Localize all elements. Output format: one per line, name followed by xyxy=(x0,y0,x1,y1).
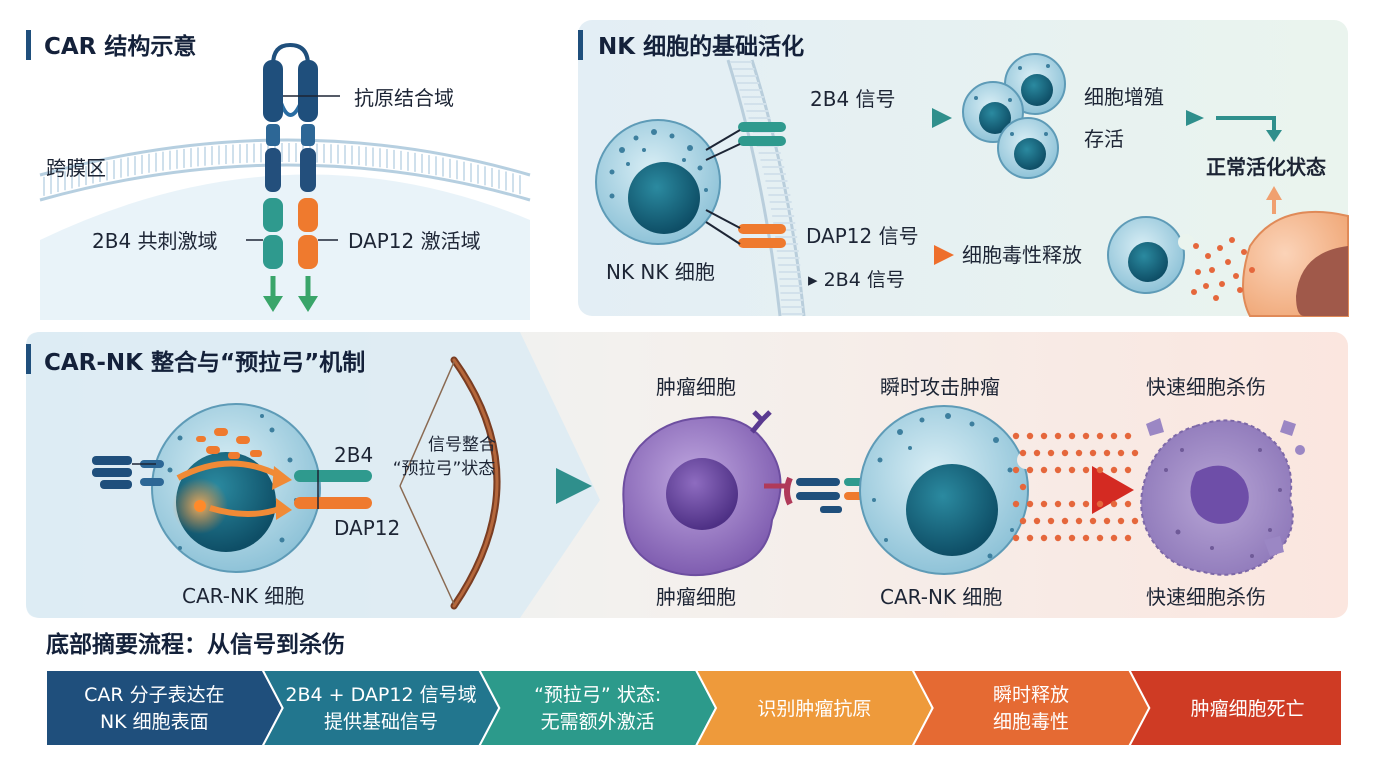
label-tumor-top: 肿瘤细胞 xyxy=(656,375,736,399)
label-survival: 存活 xyxy=(1084,127,1124,151)
label-integration-line2: “预拉弓”状态 xyxy=(393,459,496,479)
flow-step-6-line1: 肿瘤细胞死亡 xyxy=(1191,698,1305,720)
flow-step-1: CAR 分子表达在 NK 细胞表面 xyxy=(45,669,284,747)
antigen-binding-domain-right xyxy=(298,60,318,122)
nk-membrane xyxy=(726,59,806,317)
label-tumor-bottom: 肿瘤细胞 xyxy=(656,585,736,609)
immune-synapse xyxy=(764,476,866,513)
transmembrane-domain-right xyxy=(300,148,316,192)
flow-step-3-line1: “预拉弓” 状态: xyxy=(534,684,661,706)
car-nk-cell xyxy=(151,403,321,573)
antigen-binding-label: 抗原结合域 xyxy=(354,86,454,110)
car-structure-panel: CAR 结构示意 xyxy=(26,30,531,320)
proliferating-cells xyxy=(962,53,1066,179)
title-accent-bar xyxy=(578,30,583,60)
summary-flow: 底部摘要流程：从信号到杀伤 CAR 分子表达在 NK 细胞表面 2B4 + DAP1… xyxy=(45,631,1343,747)
car-receptor-left xyxy=(92,456,164,489)
domain-2b4 xyxy=(294,470,372,482)
label-normal-state: 正常活化状态 xyxy=(1206,155,1326,179)
label-kill-top: 快速细胞杀伤 xyxy=(1146,375,1266,399)
transmembrane-domain-left xyxy=(265,148,281,192)
signal-down-arrow-left xyxy=(263,296,283,312)
flow-step-2-line2: 提供基础信号 xyxy=(324,711,438,733)
flow-step-4: 识别肿瘤抗原 xyxy=(694,669,934,747)
flow-step-6: 肿瘤细胞死亡 xyxy=(1127,669,1343,747)
label-dap12-signal: DAP12 信号 xyxy=(806,224,919,248)
flow-step-3: “预拉弓” 状态: 无需额外激活 xyxy=(477,669,718,747)
tumor-antigen xyxy=(750,410,772,434)
nk-activation-panel: NK 细胞的基础活化 xyxy=(578,20,1349,317)
label-proliferation: 细胞增殖 xyxy=(1084,85,1164,109)
cytotoxic-release-scene xyxy=(1107,210,1349,317)
dap12-domain-upper xyxy=(298,198,318,232)
car-nk-mechanism-panel: CAR-NK 整合与“预拉弓”机制 xyxy=(26,332,1348,618)
car-molecule xyxy=(246,42,340,312)
label-carnk-bottom: CAR-NK 细胞 xyxy=(880,585,1002,609)
dap12-domain-lower xyxy=(298,235,318,269)
car-panel-title: CAR 结构示意 xyxy=(44,33,196,60)
transmembrane-label: 跨膜区 xyxy=(46,156,106,180)
mechanism-panel-title: CAR-NK 整合与“预拉弓”机制 xyxy=(44,349,365,376)
title-accent-bar xyxy=(26,344,31,374)
nk-dap12-receptor xyxy=(705,209,786,248)
label-kill-bottom: 快速细胞杀伤 xyxy=(1146,585,1266,609)
label-attack-top: 瞬时攻击肿瘤 xyxy=(880,375,1000,399)
dying-tumor-cell xyxy=(1140,418,1305,576)
antigen-binding-domain-left xyxy=(263,60,283,122)
car-nk-signal-domains xyxy=(294,470,372,509)
target-nucleus xyxy=(1296,246,1348,316)
nk-panel-title: NK 细胞的基础活化 xyxy=(598,33,804,60)
label-2b4-signal-sub: ▸ 2B4 信号 xyxy=(808,269,905,291)
label-2b4-signal: 2B4 信号 xyxy=(810,87,896,111)
nk-2b4-receptor xyxy=(705,122,786,161)
costim-2b4-domain-upper xyxy=(263,198,283,232)
flow-step-5-line2: 细胞毒性 xyxy=(993,711,1069,733)
label-nk-cell: NK NK 细胞 xyxy=(606,260,715,284)
costim-2b4-domain-lower xyxy=(263,235,283,269)
costim-2b4-label: 2B4 共刺激域 xyxy=(92,229,218,253)
title-accent-bar xyxy=(26,30,31,60)
label-cytotoxic-release: 细胞毒性释放 xyxy=(962,243,1082,267)
signal-down-arrow-right xyxy=(298,296,318,312)
flow-step-1-line2: NK 细胞表面 xyxy=(100,711,209,733)
label-car-nk-cell: CAR-NK 细胞 xyxy=(182,584,304,608)
domain-dap12 xyxy=(294,497,372,509)
flow-step-1-line1: CAR 分子表达在 xyxy=(84,684,225,706)
tumor-cell xyxy=(622,410,782,577)
cytotoxic-granules xyxy=(1012,432,1139,542)
nk-cell xyxy=(595,119,721,245)
flow-step-5-line1: 瞬时释放 xyxy=(993,684,1069,706)
summary-title: 底部摘要流程：从信号到杀伤 xyxy=(46,631,345,658)
label-integration-line1: 信号整合 xyxy=(428,435,496,455)
flow-step-4-line1: 识别肿瘤抗原 xyxy=(757,698,871,720)
label-2b4: 2B4 xyxy=(334,443,373,467)
label-dap12: DAP12 xyxy=(334,516,400,540)
flow-step-3-line2: 无需额外激活 xyxy=(541,711,655,733)
arrow-to-normal-state xyxy=(1216,116,1276,134)
flow-step-2-line1: 2B4 + DAP12 信号域 xyxy=(285,684,476,706)
cell-membrane xyxy=(39,138,531,320)
dap12-activation-label: DAP12 激活域 xyxy=(348,229,481,253)
